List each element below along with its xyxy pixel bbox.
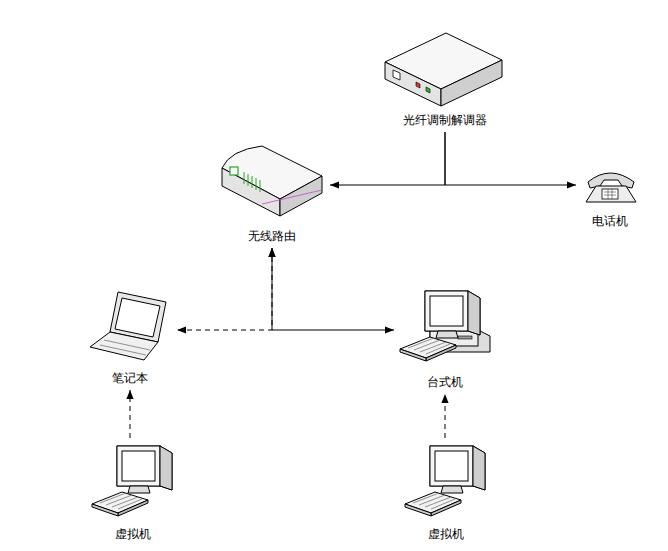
device-label: 笔记本 xyxy=(110,371,150,386)
device-label: 无线路由 xyxy=(246,229,298,244)
connector xyxy=(272,248,394,330)
device-node: 虚拟机 xyxy=(88,440,178,542)
router-icon xyxy=(222,146,322,216)
connector xyxy=(445,132,576,185)
device-label: 台式机 xyxy=(425,375,465,390)
device-node: 虚拟机 xyxy=(400,440,492,542)
telephone-icon xyxy=(586,173,636,202)
virtual-machine-icon xyxy=(405,446,485,516)
device-node: 笔记本 xyxy=(85,288,175,386)
connector xyxy=(445,394,446,438)
device-label: 电话机 xyxy=(590,214,630,229)
connector xyxy=(177,248,272,330)
device-label: 光纤调制解调器 xyxy=(401,113,489,128)
device-node: 无线路由 xyxy=(216,140,328,244)
device-node: 台式机 xyxy=(396,284,494,390)
virtual-machine-icon xyxy=(92,446,172,516)
device-node: 光纤调制解调器 xyxy=(378,28,512,128)
laptop-icon xyxy=(90,292,166,360)
device-label: 虚拟机 xyxy=(113,527,153,542)
modem-icon xyxy=(385,33,502,106)
connector xyxy=(130,390,131,438)
device-node: 电话机 xyxy=(578,163,642,229)
desktop-icon xyxy=(400,291,490,361)
device-label: 虚拟机 xyxy=(426,527,466,542)
connector xyxy=(330,132,445,185)
